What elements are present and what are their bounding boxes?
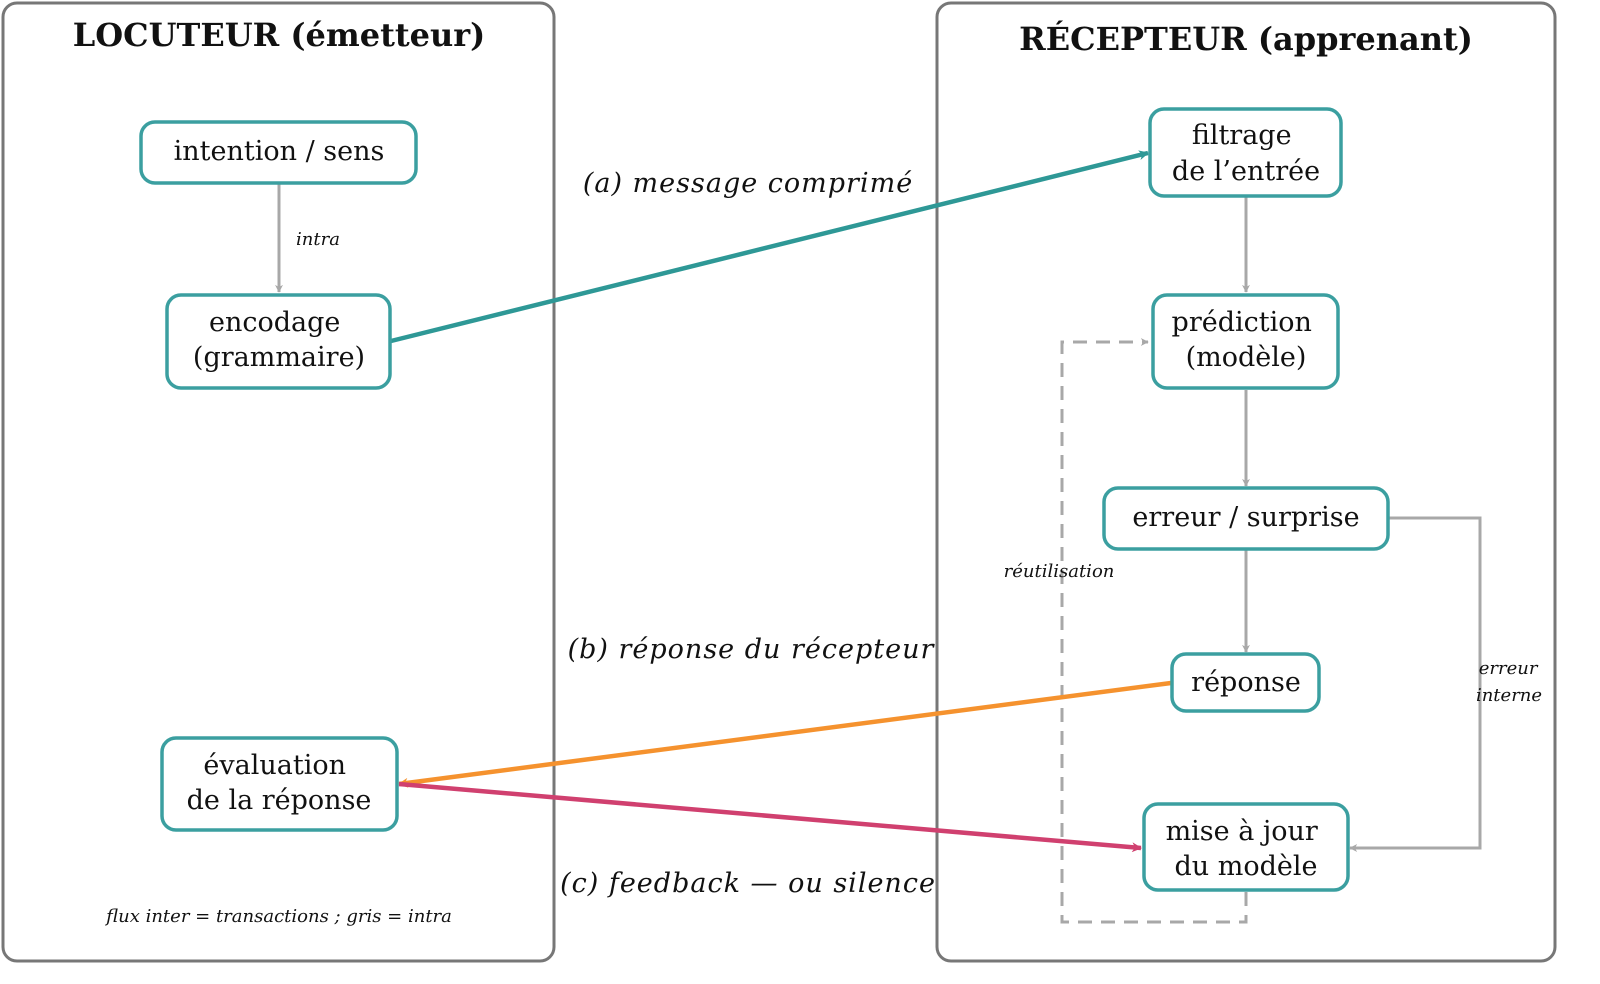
label-intra: intra bbox=[296, 229, 340, 250]
arrow-reponse-recepteur bbox=[398, 680, 1172, 788]
arrow-feedback bbox=[398, 781, 1142, 853]
footnote: flux inter = transactions ; gris = intra bbox=[104, 906, 452, 927]
speaker-panel-title: LOCUTEUR (émetteur) bbox=[73, 16, 486, 54]
node-intention-box bbox=[139, 120, 418, 185]
receiver-panel-title: RÉCEPTEUR (apprenant) bbox=[1019, 20, 1473, 58]
node-miseajour-box bbox=[1142, 802, 1350, 892]
label-feedback: (c) feedback — ou silence bbox=[560, 868, 936, 899]
node-prediction-label: prédiction (modèle) bbox=[1172, 307, 1321, 373]
node-reponse-box bbox=[1170, 652, 1321, 713]
node-filtrage-box bbox=[1148, 107, 1343, 198]
node-prediction-box bbox=[1151, 293, 1340, 390]
node-encodage-box bbox=[165, 293, 392, 390]
node-erreur-box bbox=[1102, 486, 1390, 551]
label-reutilisation: réutilisation bbox=[1004, 561, 1115, 582]
node-reponse-label: réponse bbox=[1191, 667, 1301, 698]
speaker-panel bbox=[1, 1, 556, 963]
node-evaluation-label: évaluation de la réponse bbox=[187, 750, 372, 816]
arrow-reutilisation bbox=[1060, 338, 1248, 924]
node-intention-label: intention / sens bbox=[174, 136, 385, 167]
node-encodage-label: encodage (grammaire) bbox=[193, 307, 365, 373]
node-miseajour-label: mise à jour du modèle bbox=[1166, 816, 1327, 882]
node-evaluation-box bbox=[160, 736, 399, 832]
label-message-comprime: (a) message comprimé bbox=[583, 168, 913, 199]
node-erreur-label: erreur / surprise bbox=[1132, 502, 1359, 533]
node-filtrage-label: filtrage de l’entrée bbox=[1172, 120, 1320, 187]
label-reponse-recepteur: (b) réponse du récepteur bbox=[568, 634, 936, 665]
arrow-erreur-interne bbox=[1349, 516, 1482, 852]
arrow-message-comprime bbox=[390, 150, 1149, 344]
label-erreur-interne: erreur interne bbox=[1476, 658, 1543, 706]
